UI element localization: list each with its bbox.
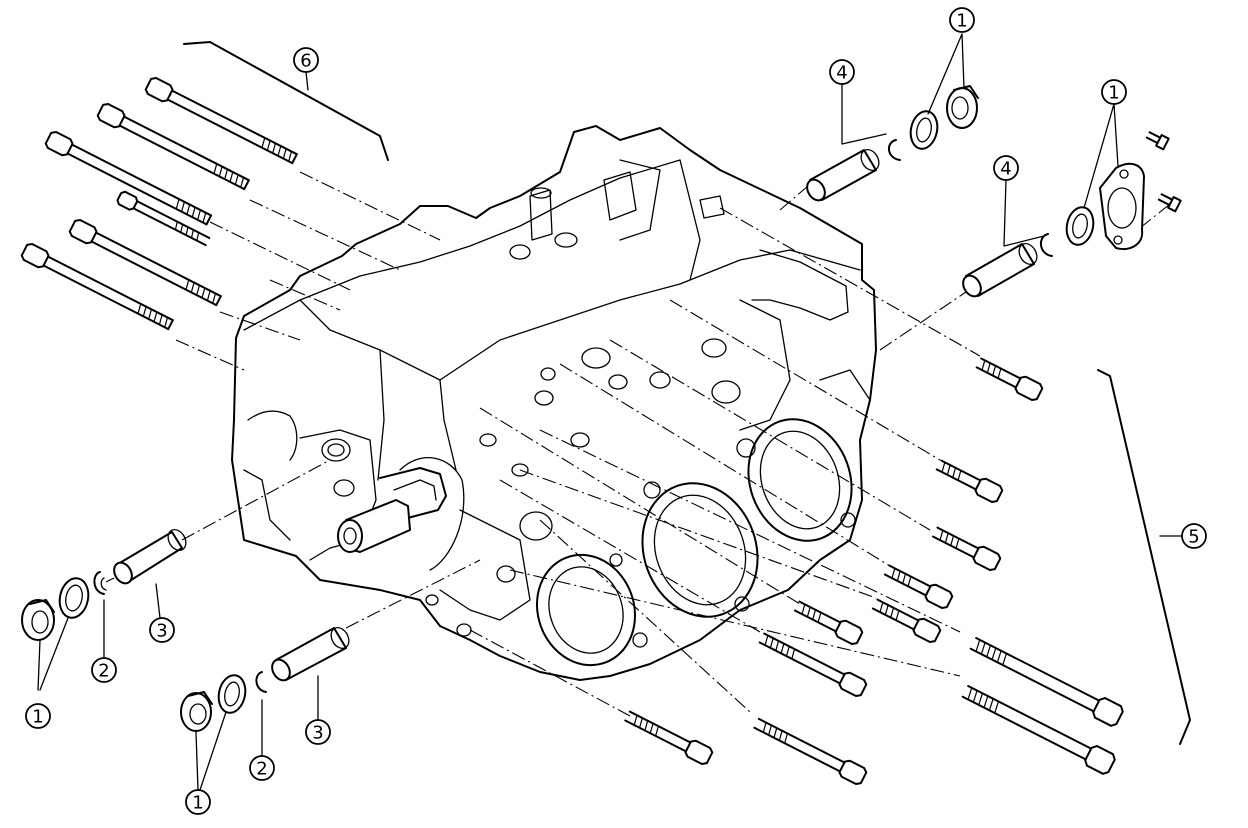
bolt-group-6 — [20, 41, 389, 331]
bolt — [68, 218, 222, 307]
callout-1: 1 — [185, 789, 211, 815]
callout-2: 2 — [249, 755, 275, 781]
svg-text:5: 5 — [1188, 527, 1199, 548]
bolt — [96, 102, 250, 191]
washer — [909, 110, 939, 150]
callout-6: 6 — [293, 47, 319, 91]
callout-3: 3 — [149, 617, 175, 643]
bolt — [116, 190, 211, 247]
knock-pin — [271, 627, 350, 682]
alignment-leader-lines — [105, 171, 1171, 717]
callout-3: 3 — [305, 719, 331, 745]
bolt — [758, 632, 868, 698]
washer — [58, 577, 90, 619]
svg-text:2: 2 — [98, 661, 109, 682]
bolt — [144, 76, 298, 165]
svg-text:1: 1 — [956, 11, 967, 32]
knock-pin — [113, 529, 187, 585]
snap-ring — [888, 139, 901, 161]
bolt — [935, 459, 1004, 504]
svg-text:3: 3 — [312, 723, 323, 744]
bolt — [931, 526, 1002, 572]
svg-text:1: 1 — [1108, 83, 1119, 104]
bolt — [44, 130, 213, 226]
callout-4: 4 — [993, 155, 1019, 181]
bolt — [871, 598, 942, 644]
callout-1: 1 — [1101, 79, 1127, 105]
snap-ring — [93, 571, 105, 595]
bolt — [20, 242, 174, 331]
bolt — [975, 357, 1044, 402]
callout-1: 1 — [949, 7, 975, 33]
svg-text:1: 1 — [192, 793, 203, 814]
snap-ring — [255, 671, 267, 693]
right-upper-parts — [806, 33, 1182, 298]
washer — [1065, 206, 1095, 246]
left-lower-parts — [21, 529, 350, 791]
snap-ring — [1040, 233, 1053, 257]
knock-pin — [806, 149, 880, 202]
callout-4: 4 — [829, 59, 855, 85]
screw — [1157, 193, 1182, 213]
svg-text:1: 1 — [32, 707, 43, 728]
bolt — [753, 717, 868, 786]
cylinder-block — [231, 125, 877, 681]
svg-text:2: 2 — [256, 759, 267, 780]
cover-plate — [1099, 162, 1145, 250]
bolt — [961, 685, 1116, 775]
washer — [217, 674, 247, 714]
svg-text:6: 6 — [300, 51, 311, 72]
screw — [1145, 131, 1170, 151]
callout-5: 5 — [1159, 523, 1207, 549]
bolt — [624, 710, 714, 766]
knock-pin — [962, 243, 1038, 298]
callout-1: 1 — [25, 703, 51, 729]
callout-2: 2 — [91, 657, 117, 683]
svg-text:4: 4 — [836, 63, 847, 84]
bolt — [883, 564, 954, 610]
svg-text:3: 3 — [156, 621, 167, 642]
svg-text:4: 4 — [1000, 159, 1011, 180]
callouts: 1 1 1 1 2 2 3 3 — [25, 7, 1207, 815]
bolt-group-5 — [624, 357, 1191, 786]
bolt — [793, 600, 864, 646]
bolt — [969, 637, 1124, 727]
